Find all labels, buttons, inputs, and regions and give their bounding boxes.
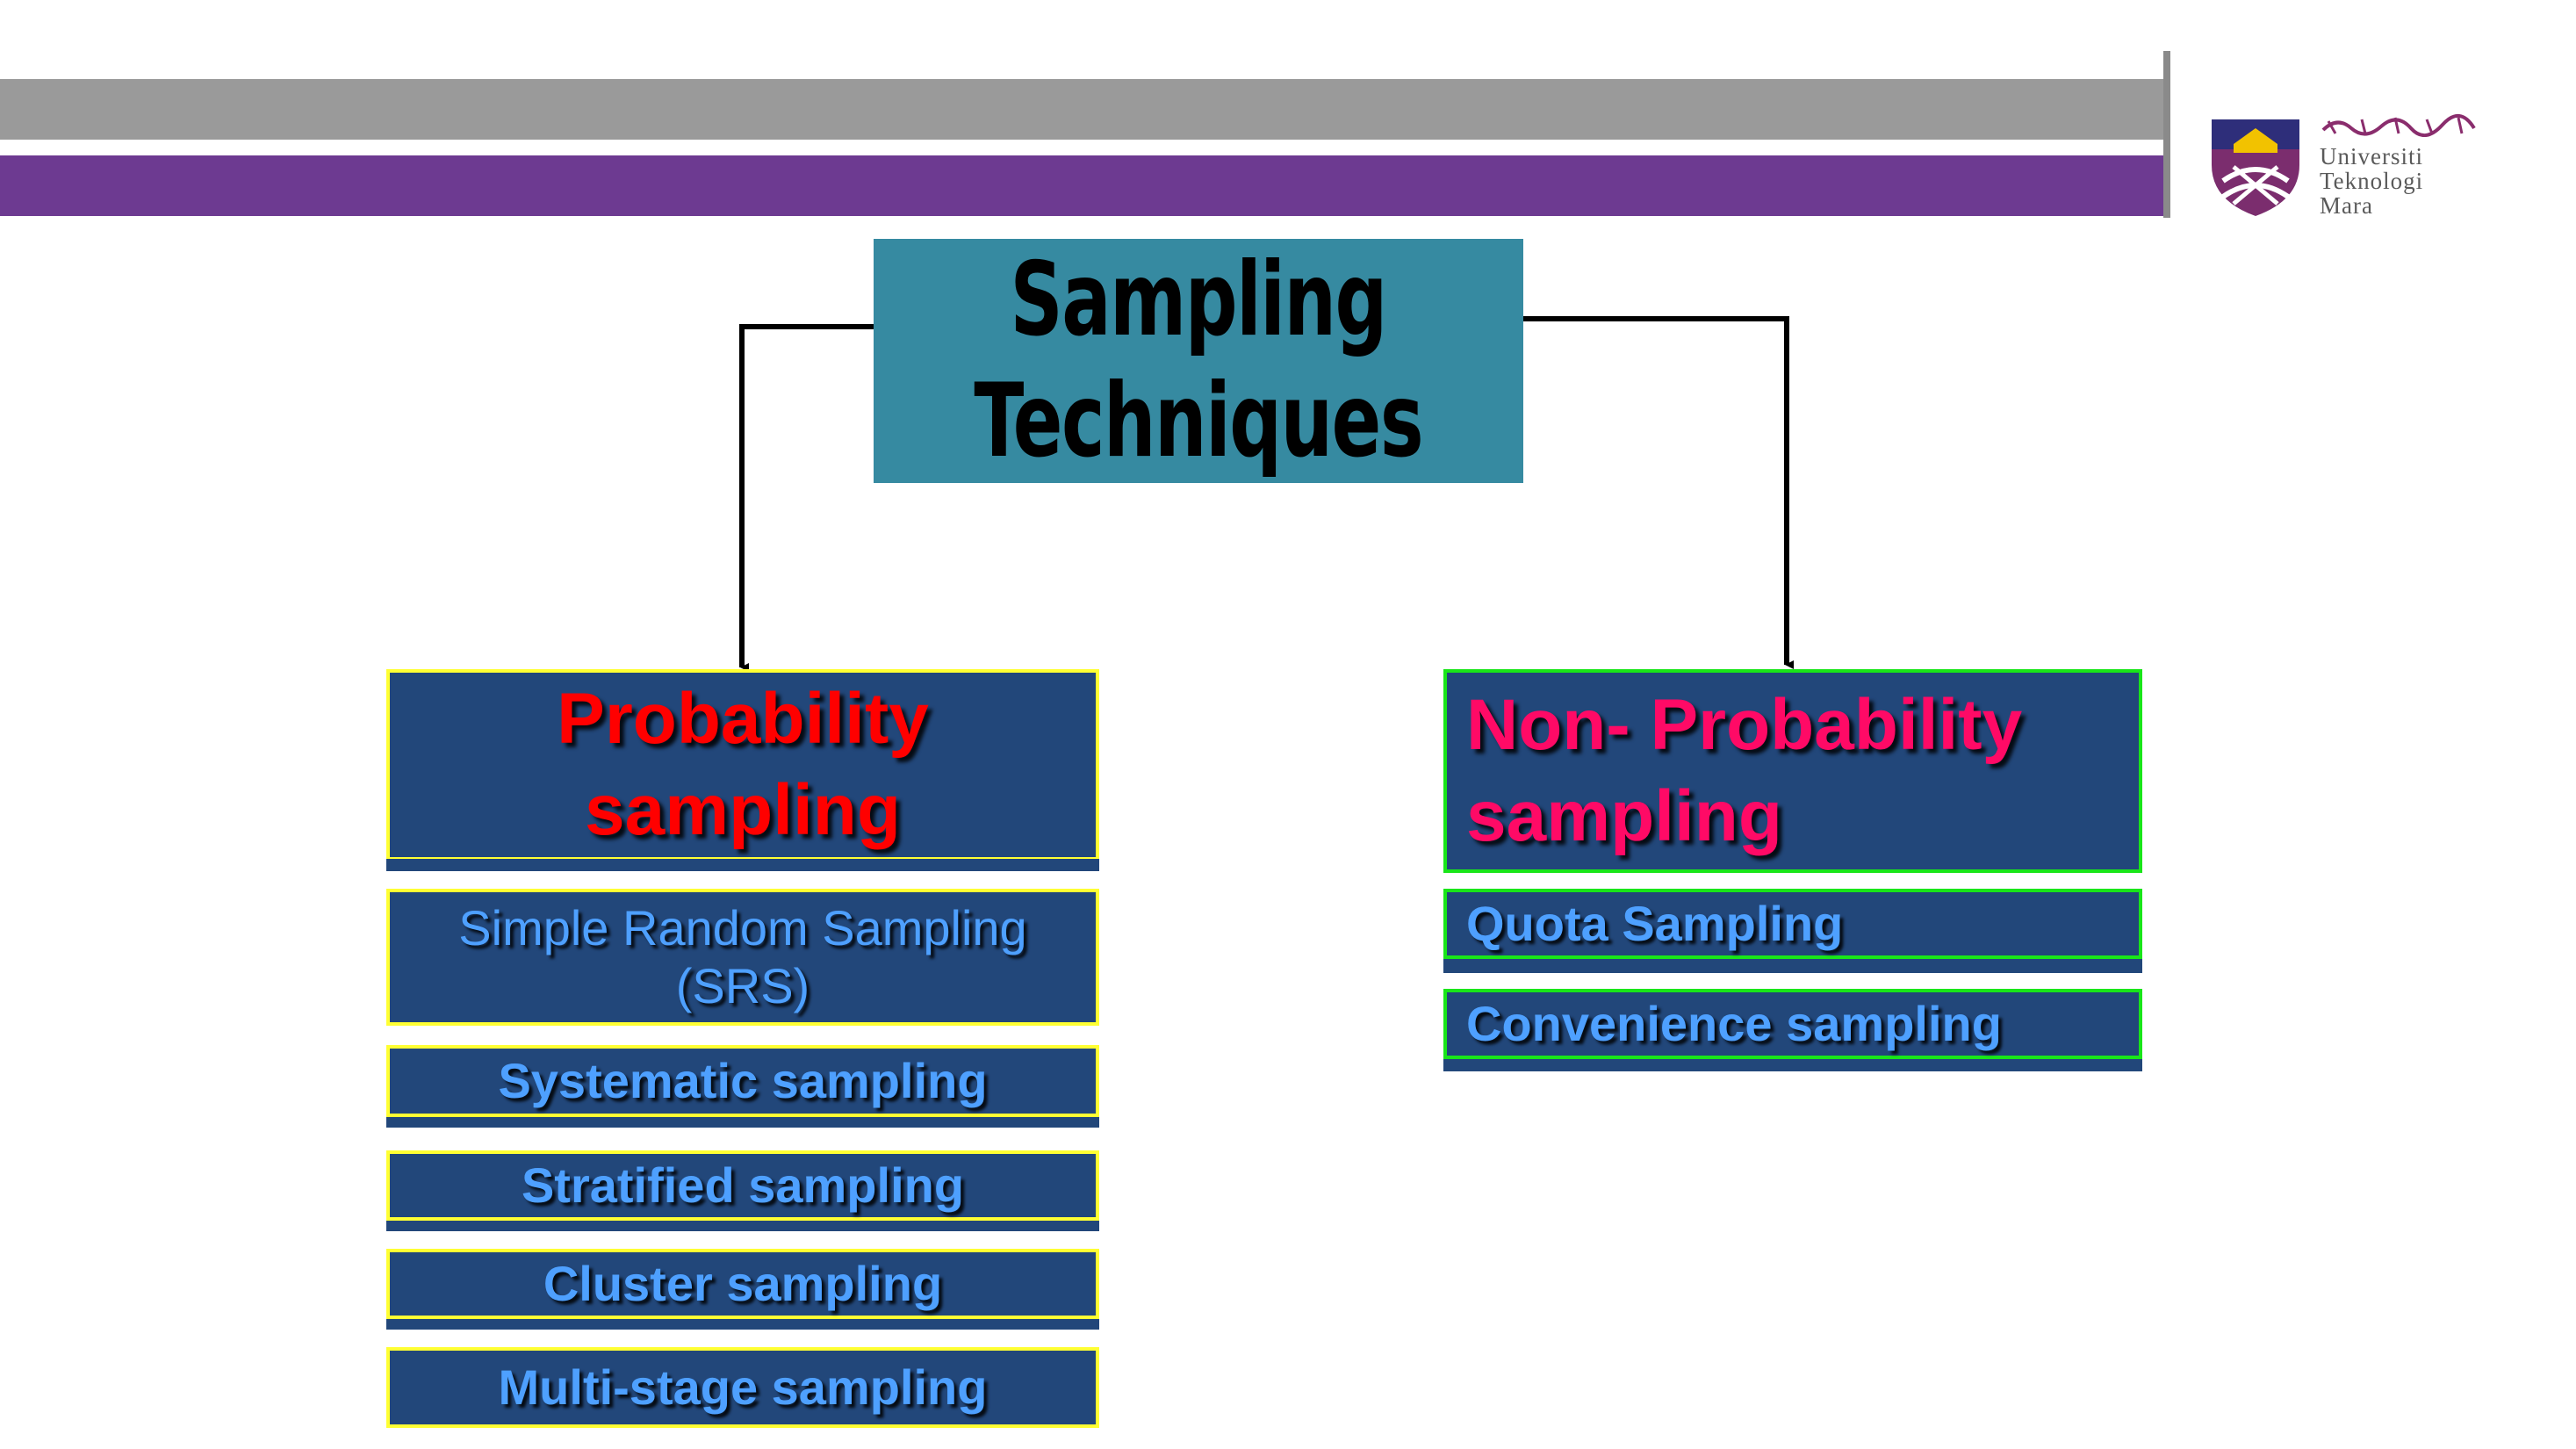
probability-heading: Probability sampling [557,679,929,850]
probability-heading-shadow [386,859,1099,871]
item-label: Cluster sampling [543,1256,943,1311]
list-item-stratified: Stratified sampling [386,1150,1099,1221]
logo-line-3: Mara [2320,192,2373,219]
item-label: Quota Sampling [1466,896,1844,951]
item-label: Systematic sampling [498,1053,988,1108]
list-item-multi-stage: Multi-stage sampling [386,1347,1099,1428]
probability-heading-box: Probability sampling [386,669,1099,861]
item-shadow [386,1221,1099,1231]
item-shadow [1443,1059,2142,1071]
list-item-srs: Simple Random Sampling (SRS) [386,889,1099,1026]
item-label: Simple Random Sampling (SRS) [458,900,1027,1013]
jawi-script-icon [2321,114,2476,137]
item-shadow [386,1117,1099,1128]
header-purple-band [0,155,2165,216]
title-line-2: Techniques [974,362,1424,480]
title-box: Sampling Techniques [874,239,1523,483]
list-item-quota: Quota Sampling [1443,889,2142,959]
logo-line-2: Teknologi [2320,168,2424,194]
connector-to-non-probability [1523,316,1794,669]
logo-line-1: Universiti [2320,143,2423,169]
non-probability-heading-box: Non- Probability sampling [1443,669,2142,873]
item-label: Stratified sampling [521,1157,965,1213]
header-divider [2163,51,2170,218]
item-shadow [1443,959,2142,973]
list-item-cluster: Cluster sampling [386,1249,1099,1319]
non-probability-heading: Non- Probability sampling [1466,685,2023,856]
university-logo: Universiti Teknologi Mara [2207,112,2488,222]
item-shadow [386,1319,1099,1330]
connector-to-probability [739,324,874,672]
list-item-systematic: Systematic sampling [386,1045,1099,1117]
list-item-convenience: Convenience sampling [1443,989,2142,1059]
item-label: Convenience sampling [1466,996,2002,1051]
header-gray-band [0,79,2165,140]
crest-icon [2212,119,2299,216]
title-line-1: Sampling [1010,241,1388,359]
item-label: Multi-stage sampling [498,1359,988,1415]
